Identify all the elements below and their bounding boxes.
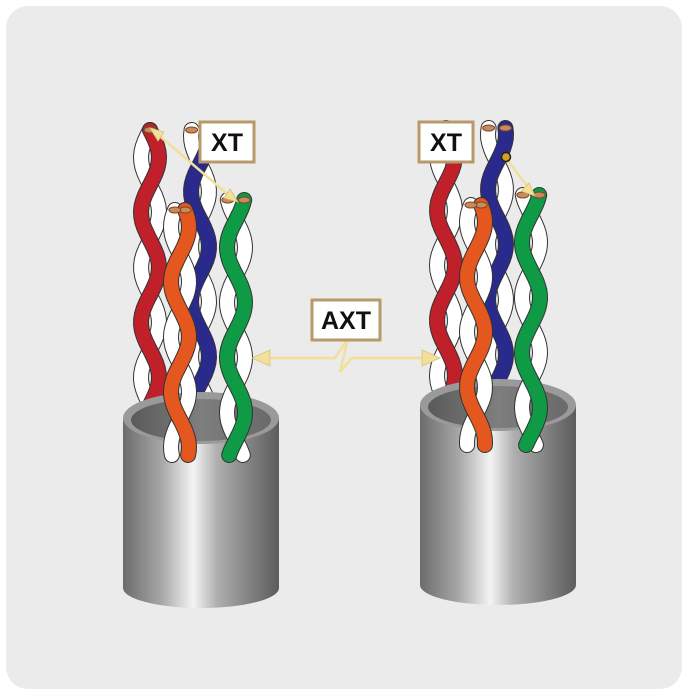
cable-right-pair-green (513, 187, 549, 453)
xt-label-left: XT (198, 120, 256, 164)
cable-right (420, 120, 576, 605)
cable-right-pair-orange (458, 197, 494, 453)
xt-label-left-text: XT (211, 129, 243, 157)
xt-arrow-left (149, 127, 239, 203)
axt-label: AXT (310, 298, 382, 342)
cable-left-pair-green (218, 192, 254, 463)
cable-left (123, 122, 279, 608)
axt-label-text: AXT (321, 307, 371, 335)
xt-label-right: XT (417, 120, 475, 164)
twisted-pairs-left-front (162, 192, 254, 463)
cable-jacket-left (123, 392, 279, 608)
xt-label-right-text: XT (430, 129, 462, 157)
axt-arrow (251, 337, 441, 373)
xt-arrow-right (500, 151, 536, 197)
cable-jacket-right (420, 379, 576, 605)
cable-left-pair-orange (162, 202, 198, 463)
twisted-pairs-right-front (458, 187, 549, 453)
